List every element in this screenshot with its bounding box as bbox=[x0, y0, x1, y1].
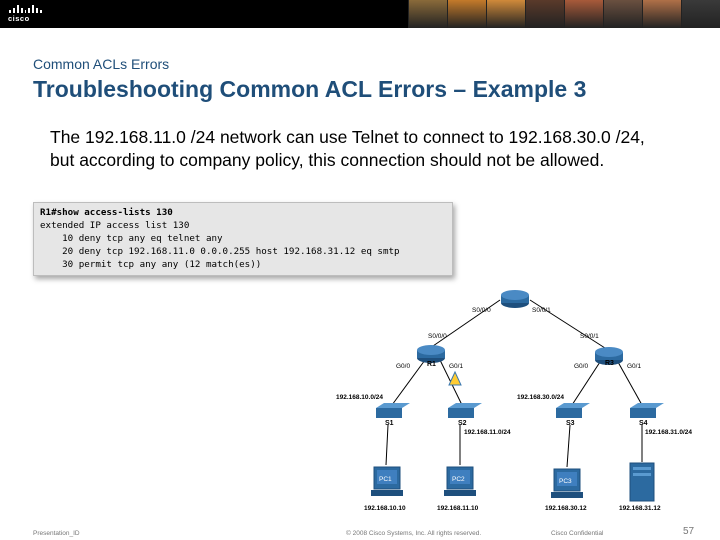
router-label: R2 bbox=[511, 308, 520, 315]
router-r3: R3 bbox=[595, 347, 623, 367]
pc-icon: PC2 bbox=[444, 466, 476, 496]
header-photo bbox=[447, 0, 486, 28]
footer-presentation-id: Presentation_ID bbox=[33, 530, 80, 537]
link-r3-s3 bbox=[571, 361, 601, 406]
cisco-logo: cisco bbox=[8, 5, 43, 23]
switch-s3: S3 bbox=[556, 403, 590, 427]
header-photo bbox=[486, 0, 525, 28]
interface-label: S0/0/0 bbox=[428, 333, 447, 340]
header-photo bbox=[642, 0, 681, 28]
cli-output-line: extended IP access list 130 bbox=[40, 220, 190, 231]
interface-label: S0/0/0 bbox=[472, 307, 491, 314]
pc-label: PC1 bbox=[379, 476, 392, 483]
switch-label: S3 bbox=[566, 420, 575, 427]
link-r2-r1 bbox=[432, 299, 501, 347]
network-label: 192.168.31.0/24 bbox=[645, 429, 692, 436]
interface-label: G0/1 bbox=[627, 363, 641, 370]
slide-title: Troubleshooting Common ACL Errors – Exam… bbox=[33, 76, 587, 102]
link-s1-pc1 bbox=[385, 424, 389, 466]
link-s3-pc3 bbox=[566, 424, 571, 468]
slide-paragraph: The 192.168.11.0 /24 network can use Tel… bbox=[50, 127, 645, 170]
header-photo bbox=[603, 0, 642, 28]
header-photo bbox=[564, 0, 603, 28]
network-label: 192.168.10.0/24 bbox=[336, 394, 383, 401]
interface-label: G0/1 bbox=[449, 363, 463, 370]
cli-output-line: 30 permit tcp any any (12 match(es)) bbox=[40, 259, 262, 270]
switch-label: S4 bbox=[639, 420, 648, 427]
header-bar: cisco bbox=[0, 0, 720, 28]
cli-output-line: 20 deny tcp 192.168.11.0 0.0.0.255 host … bbox=[40, 246, 400, 257]
interface-label: G0/0 bbox=[574, 363, 588, 370]
interface-label: S0/0/1 bbox=[580, 333, 599, 340]
acl-filter-icon bbox=[448, 370, 462, 386]
pc-label: PC3 bbox=[559, 478, 572, 485]
switch-s2: S2 bbox=[448, 403, 482, 427]
header-photo bbox=[525, 0, 564, 28]
switch-s4: S4 bbox=[630, 403, 664, 427]
router-label: R1 bbox=[427, 361, 436, 368]
router-r2: R2 bbox=[501, 290, 529, 315]
cisco-logo-bars bbox=[9, 5, 43, 13]
topology-links bbox=[385, 299, 643, 468]
switch-s1: S1 bbox=[376, 403, 410, 427]
header-photo bbox=[681, 0, 720, 28]
host-ip-label: 192.168.31.12 bbox=[619, 505, 661, 512]
footer-confidential: Cisco Confidential bbox=[551, 530, 604, 537]
link-r3-s4 bbox=[617, 361, 643, 406]
switch-label: S2 bbox=[458, 420, 467, 427]
footer-copyright: © 2008 Cisco Systems, Inc. All rights re… bbox=[346, 530, 482, 537]
header-photo bbox=[408, 0, 447, 28]
interface-label: S0/0/1 bbox=[532, 307, 551, 314]
pc-icon: PC3 bbox=[551, 468, 583, 498]
cli-output-line: 10 deny tcp any eq telnet any bbox=[40, 233, 223, 244]
network-label: 192.168.11.0/24 bbox=[464, 429, 511, 436]
cli-output-box: R1#show access-lists 130 extended IP acc… bbox=[33, 202, 453, 276]
pc-label: PC2 bbox=[452, 476, 465, 483]
host-ip-label: 192.168.10.10 bbox=[364, 505, 406, 512]
header-photo-strip bbox=[408, 0, 720, 28]
switch-label: S1 bbox=[385, 420, 394, 427]
network-label: 192.168.30.0/24 bbox=[517, 394, 564, 401]
network-topology-diagram: R2 R1 R3 S1 S2 S3 S4 P bbox=[336, 290, 692, 512]
cisco-logo-text: cisco bbox=[8, 14, 30, 23]
slide-subtitle: Common ACLs Errors bbox=[33, 56, 170, 72]
router-r1: R1 bbox=[417, 345, 445, 368]
pc-icon: PC1 bbox=[371, 466, 403, 496]
link-r1-s1 bbox=[391, 359, 426, 406]
interface-label: G0/0 bbox=[396, 363, 410, 370]
page-number: 57 bbox=[683, 526, 695, 537]
host-ip-label: 192.168.11.10 bbox=[437, 505, 479, 512]
server-icon bbox=[629, 462, 655, 502]
link-r2-r3 bbox=[529, 299, 606, 349]
host-ip-label: 192.168.30.12 bbox=[545, 505, 587, 512]
router-label: R3 bbox=[605, 360, 614, 367]
cli-command-line: R1#show access-lists 130 bbox=[40, 207, 173, 218]
